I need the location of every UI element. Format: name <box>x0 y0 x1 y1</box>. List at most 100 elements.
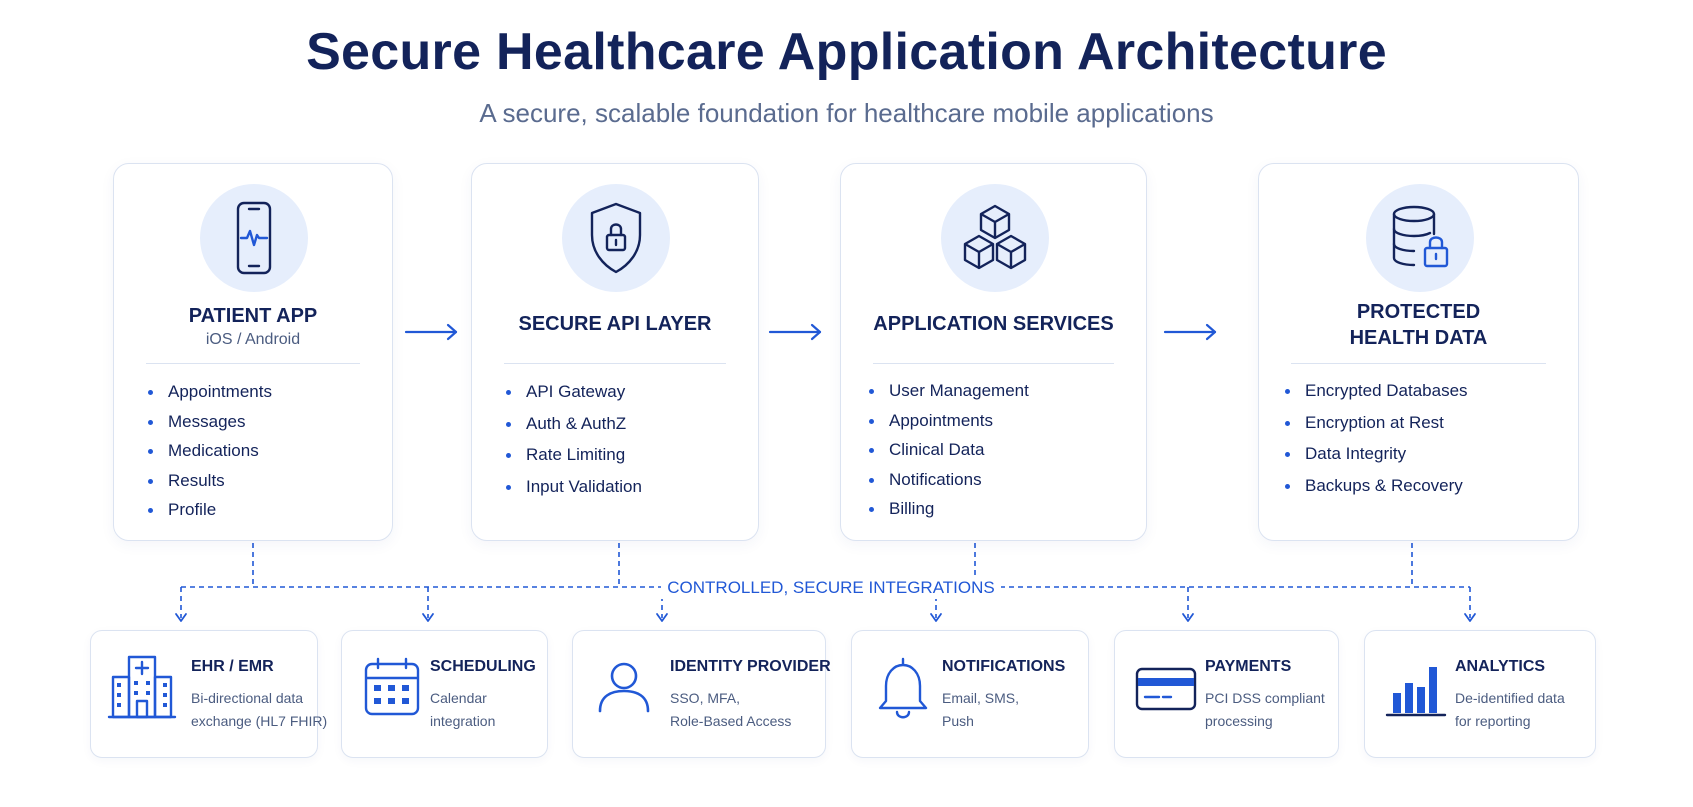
list-item: User Management <box>865 379 1029 409</box>
list-item-label: Messages <box>168 411 246 431</box>
list-item-label: API Gateway <box>526 382 626 401</box>
list-item-label: Clinical Data <box>889 440 985 459</box>
bullet <box>869 418 874 424</box>
bar-chart-icon <box>1381 653 1451 723</box>
description-line: for reporting <box>1455 713 1531 729</box>
list-item-label: User Management <box>889 381 1029 400</box>
integration-title: SCHEDULING <box>430 658 536 675</box>
hospital-icon <box>107 653 177 723</box>
integration-description: Email, SMS, Push <box>942 687 1019 733</box>
list-item-label: Appointments <box>889 410 993 430</box>
layer-title: APPLICATION SERVICES <box>841 311 1146 337</box>
connector-arrowhead <box>175 613 187 622</box>
bell-icon <box>868 653 938 723</box>
list-item-label: Input Validation <box>526 476 642 496</box>
integration-description: SSO, MFA, Role-Based Access <box>670 687 791 733</box>
connector-arrowhead <box>930 613 942 622</box>
bullet <box>506 390 511 395</box>
layer-title: PROTECTED HEALTH DATA <box>1259 299 1578 351</box>
list-item-label: Encrypted Databases <box>1305 381 1468 400</box>
list-item-label: Encryption at Rest <box>1305 412 1444 432</box>
list-item: Encryption at Rest <box>1281 411 1468 443</box>
list-item: Input Validation <box>502 475 642 507</box>
layer-title-line: PATIENT APP <box>188 305 318 327</box>
layer-title: SECURE API LAYER <box>472 311 758 337</box>
bullet <box>148 390 153 395</box>
calendar-icon <box>358 653 428 723</box>
list-item: Notifications <box>865 468 1029 498</box>
list-item: Messages <box>144 410 272 440</box>
bullet <box>506 484 511 490</box>
list-item-label: Profile <box>168 500 217 519</box>
description-line: De-identified data <box>1455 690 1565 706</box>
layer-title-line: PROTECTED <box>1356 301 1481 323</box>
list-item: Encrypted Databases <box>1281 379 1468 411</box>
arrow-right-icon <box>1163 322 1219 342</box>
description-line: exchange (HL7 FHIR) <box>191 713 328 729</box>
description-line: Bi-directional data <box>191 690 304 706</box>
divider <box>873 363 1114 364</box>
description-line: Push <box>942 713 974 729</box>
user-icon <box>589 653 659 723</box>
description-line: Role-Based Access <box>670 713 792 729</box>
list-item: Auth & AuthZ <box>502 412 642 444</box>
bullet <box>148 508 153 513</box>
connector-arrowhead <box>656 613 668 622</box>
list-item: Rate Limiting <box>502 443 642 475</box>
connector-arrowhead <box>1464 613 1476 622</box>
connector-arrowhead <box>422 613 434 622</box>
integration-description: De-identified data for reporting <box>1455 687 1565 733</box>
list-item: Profile <box>144 498 272 528</box>
integration-card: ANALYTICS De-identified data for reporting <box>1364 630 1596 758</box>
integrations-label: CONTROLLED, SECURE INTEGRATIONS <box>661 577 1001 599</box>
arrow-right-icon <box>768 322 824 342</box>
credit-card-icon <box>1131 653 1201 723</box>
list-item: API Gateway <box>502 380 642 412</box>
layer-title-line: HEALTH DATA <box>1349 327 1488 349</box>
integration-title: EHR / EMR <box>191 658 274 675</box>
list-item: Backups & Recovery <box>1281 474 1468 506</box>
bullet <box>148 478 153 484</box>
bullet <box>869 477 874 483</box>
layer-title-line: SECURE API LAYER <box>518 313 712 335</box>
list-item-label: Notifications <box>889 469 982 489</box>
list-item-label: Medications <box>168 441 259 460</box>
list-item-label: Billing <box>889 499 935 518</box>
page-title: Secure Healthcare Application Architectu… <box>306 23 1387 81</box>
list-item-label: Auth & AuthZ <box>526 413 627 433</box>
bullet <box>506 421 511 427</box>
layer-subtitle: iOS / Android <box>205 331 301 348</box>
description-line: SSO, MFA, <box>670 690 741 706</box>
bullet <box>869 448 874 453</box>
list-item: Billing <box>865 497 1029 527</box>
integration-title: ANALYTICS <box>1455 658 1546 675</box>
integration-title: PAYMENTS <box>1205 658 1292 675</box>
list-item-label: Backups & Recovery <box>1305 475 1463 495</box>
list-item-label: Appointments <box>168 382 272 401</box>
bullet <box>148 449 153 454</box>
icon-badge <box>562 184 670 292</box>
bullet <box>1285 420 1290 426</box>
description-line: Email, SMS, <box>942 690 1020 706</box>
bullet <box>506 453 511 458</box>
connector-arrowhead <box>1182 613 1194 622</box>
page-subtitle: A secure, scalable foundation for health… <box>479 98 1214 128</box>
list-item-label: Results <box>168 470 225 490</box>
description-line: Calendar <box>430 690 487 706</box>
description-line: PCI DSS compliant <box>1205 690 1325 706</box>
